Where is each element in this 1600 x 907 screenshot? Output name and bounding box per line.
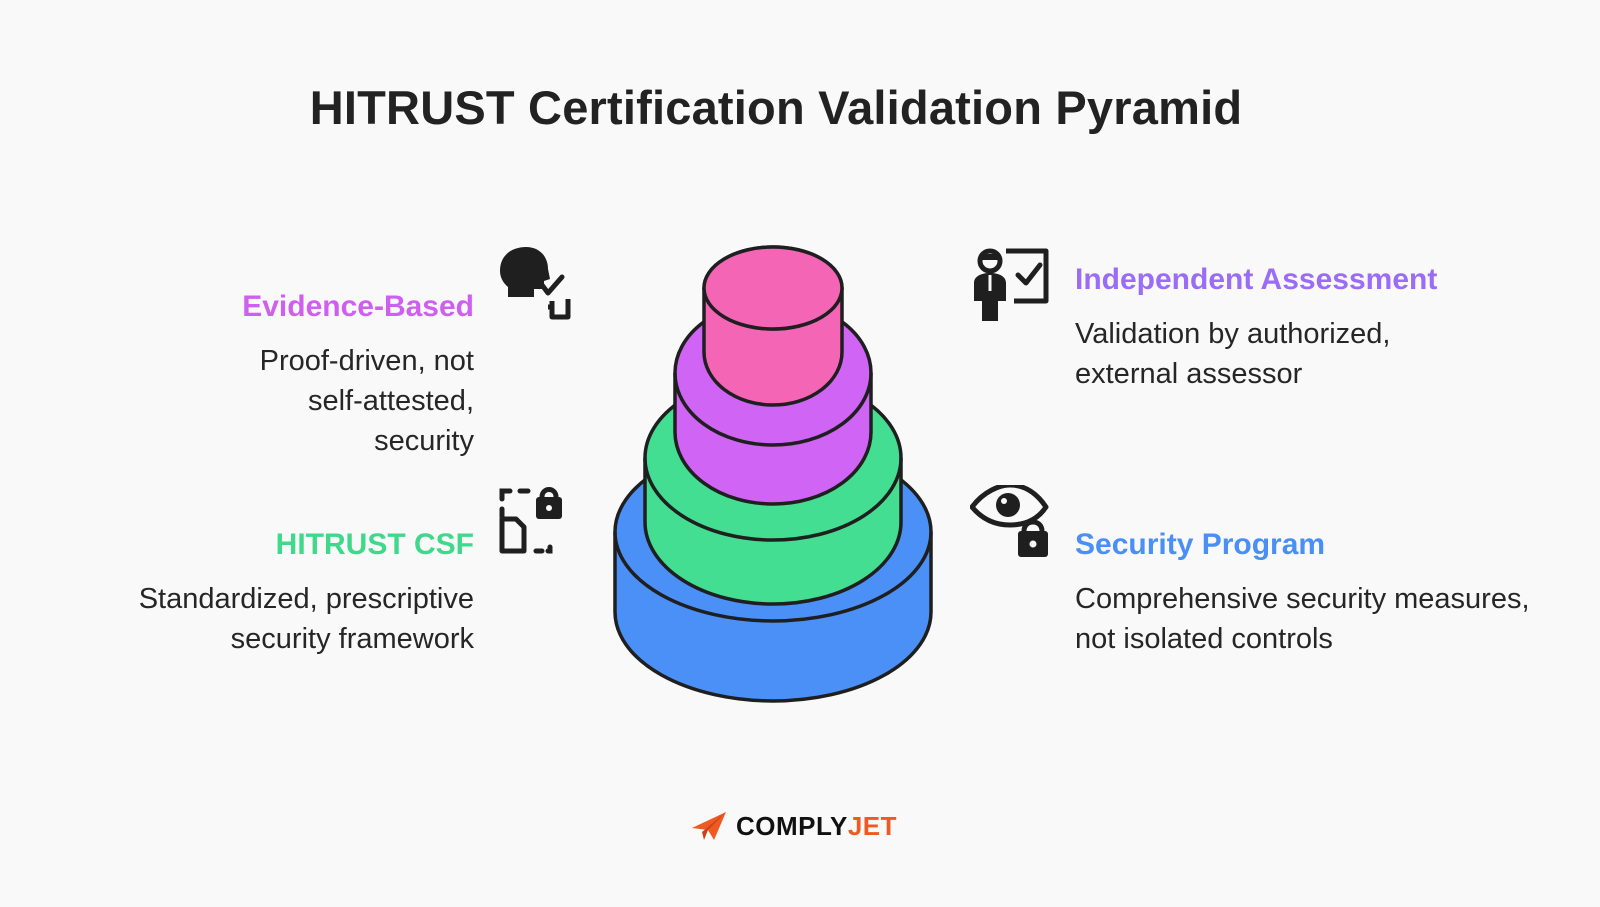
security-program-heading: Security Program: [1075, 528, 1326, 561]
hitrust-csf-block: HITRUST CSF Standardized, prescriptive s…: [34, 527, 474, 659]
page-title: HITRUST Certification Validation Pyramid: [309, 81, 1243, 134]
pyramid-tier-second: [673, 299, 873, 506]
evidence-based-heading: Evidence-Based: [242, 290, 474, 323]
document-lock-icon: [499, 487, 562, 554]
security-program-description: Comprehensive security measures, not iso…: [1075, 583, 1530, 655]
paper-plane-icon: [692, 812, 726, 840]
pyramid-tier-base: [613, 441, 933, 703]
pyramid-tier-third: [643, 374, 903, 606]
head-check-icon: [500, 247, 571, 320]
security-program-block: Security Program Comprehensive security …: [1075, 527, 1555, 659]
eye-lock-icon: [970, 485, 1049, 557]
pyramid-tier-top: [702, 245, 844, 407]
evidence-based-description: Proof-driven, not self-attested, securit…: [259, 345, 474, 457]
logo-text-comply: COMPLY: [736, 810, 848, 841]
evidence-based-block: Evidence-Based Proof-driven, not self-at…: [34, 289, 474, 461]
independent-assessment-description: Validation by authorized, external asses…: [1075, 318, 1391, 390]
hitrust-csf-heading: HITRUST CSF: [275, 528, 474, 561]
complyjet-logo: COMPLYJET: [690, 808, 897, 844]
logo-text: COMPLYJET: [736, 811, 897, 842]
logo-text-jet: JET: [847, 810, 898, 841]
hitrust-csf-description: Standardized, prescriptive security fram…: [138, 583, 474, 655]
independent-assessment-block: Independent Assessment Validation by aut…: [1075, 262, 1555, 394]
assessor-check-icon: [974, 248, 1049, 321]
independent-assessment-heading: Independent Assessment: [1075, 263, 1438, 296]
